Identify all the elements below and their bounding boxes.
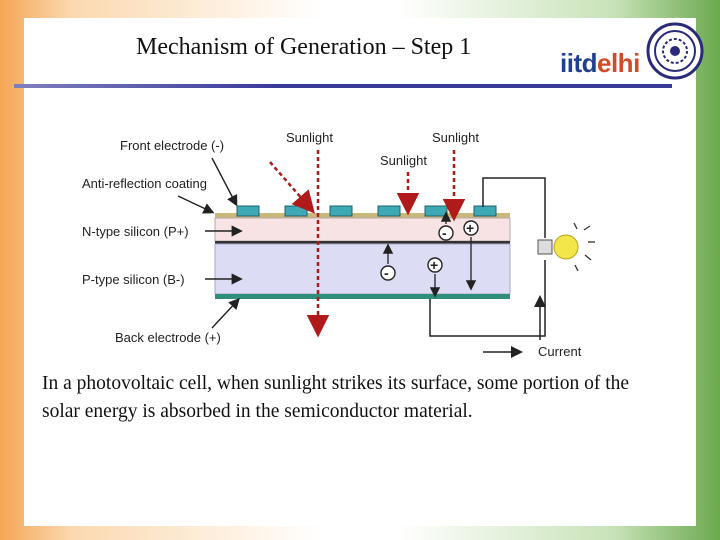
slide-caption: In a photovoltaic cell, when sunlight st…: [42, 373, 630, 422]
current-label: Current: [538, 344, 582, 359]
electron-charge: [380, 265, 396, 281]
logo-text-part-a: iitd: [560, 48, 598, 78]
circuit-wire-top: [482, 177, 546, 238]
bulb-base: [537, 239, 553, 255]
sunlight-label: Sunlight: [380, 153, 427, 168]
p-type-silicon-layer: [214, 243, 511, 295]
logo-text-part-b: elhi: [597, 48, 640, 78]
back-electrode-layer: [215, 294, 510, 299]
front-electrode: [236, 205, 260, 217]
electron-charge: [438, 225, 454, 241]
junction-line: [215, 241, 510, 244]
front-electrode: [329, 205, 353, 217]
front-electrode: [473, 205, 497, 217]
front-electrode: [377, 205, 401, 217]
slide-title: Mechanism of Generation – Step 1: [136, 34, 472, 60]
p-type-label: P-type silicon (B-): [82, 272, 185, 287]
bulb-glass: [553, 234, 579, 260]
front-electrode-label: Front electrode (-): [120, 138, 224, 153]
front-electrode: [284, 205, 308, 217]
pointer-front-electrode: [211, 157, 238, 207]
pointer-back-electrode: [211, 297, 240, 329]
institute-logo-text: iitdelhi: [560, 48, 640, 79]
back-electrode-label: Back electrode (+): [115, 330, 221, 345]
electron-charge-sign: -: [442, 225, 447, 241]
title-divider: [14, 84, 672, 88]
charge-carriers: - + - +: [380, 220, 479, 281]
anti-reflection-coating-layer: [215, 213, 510, 218]
sunlight-label: Sunlight: [432, 130, 479, 145]
anti-reflection-label: Anti-reflection coating: [82, 176, 207, 191]
front-electrode: [424, 205, 448, 217]
hole-charge-sign: +: [466, 220, 474, 236]
carrier-motion-arrows: [382, 211, 477, 298]
light-bulb-icon: [537, 222, 595, 272]
hole-charge: [463, 220, 479, 236]
institute-seal-icon: [646, 22, 704, 80]
sunlight-label: Sunlight: [286, 130, 333, 145]
n-type-label: N-type silicon (P+): [82, 224, 189, 239]
label-pointers: [177, 157, 243, 329]
sunlight-ray: [269, 161, 315, 214]
electron-charge-sign: -: [384, 265, 389, 281]
pointer-anti-reflection: [177, 195, 215, 214]
hole-charge-sign: +: [430, 257, 438, 273]
hole-charge: [427, 257, 443, 273]
sunlight-rays: [269, 150, 466, 338]
